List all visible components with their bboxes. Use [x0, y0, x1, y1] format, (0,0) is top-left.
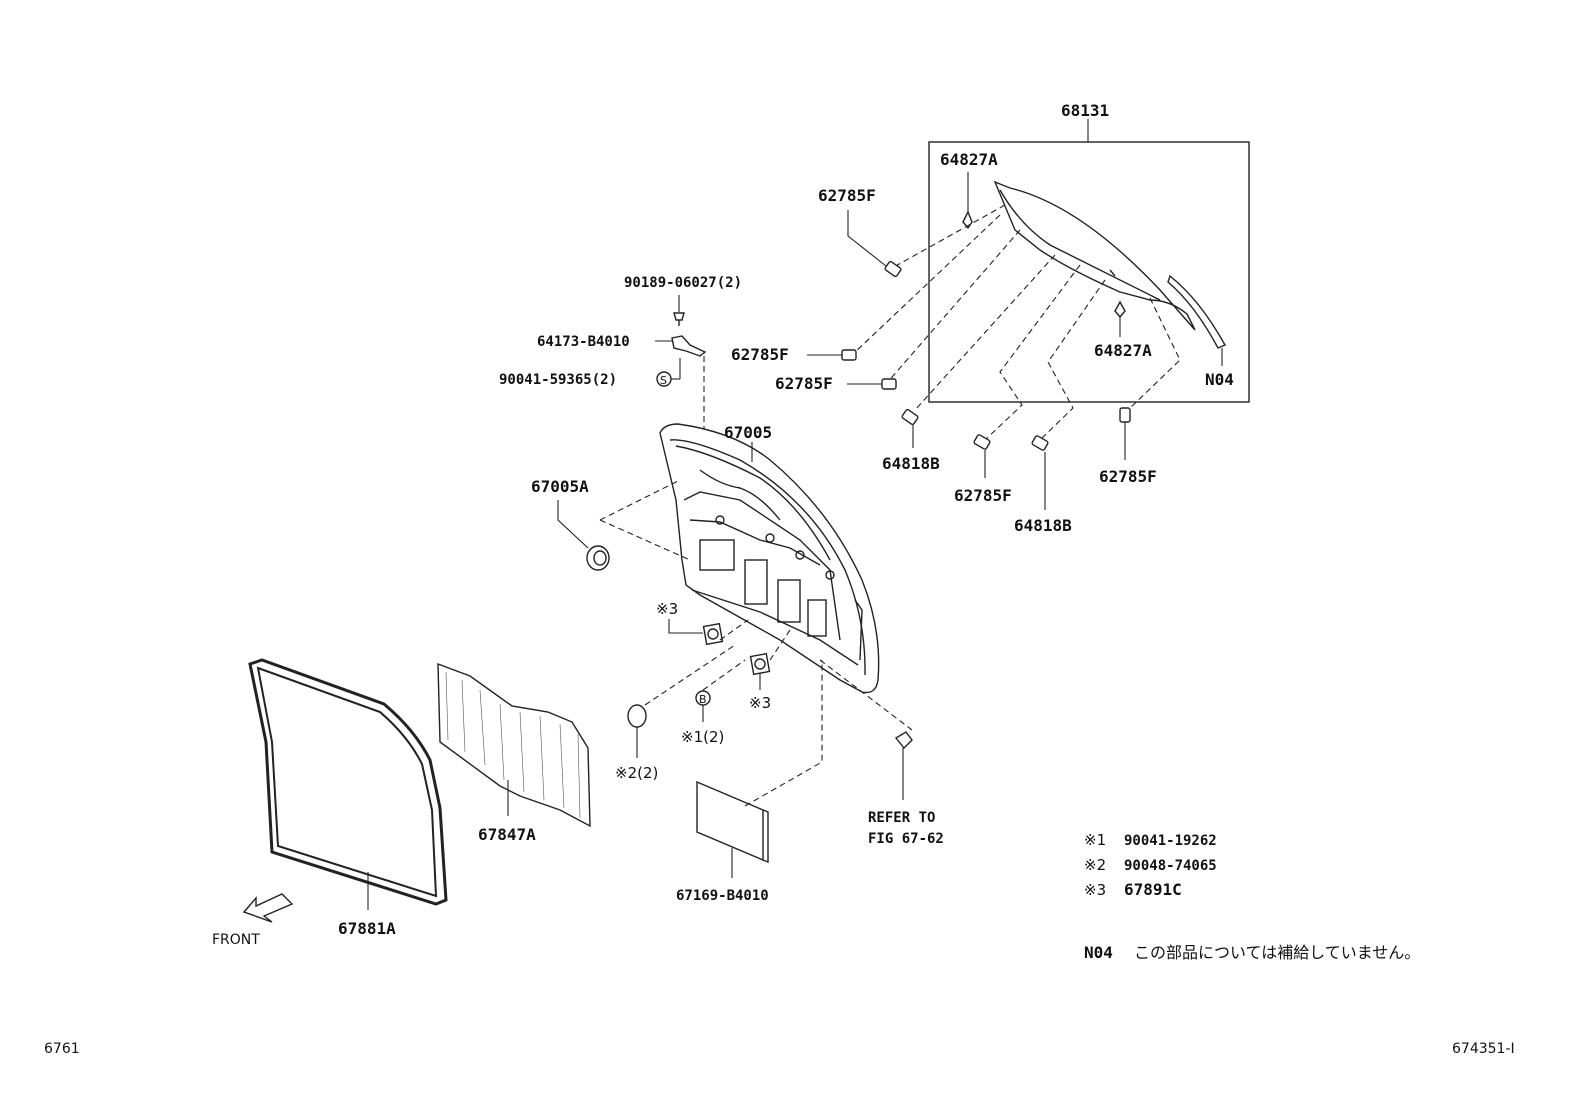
label-62785f-b: 62785F: [731, 345, 789, 364]
label-67847a: 67847A: [478, 825, 536, 844]
back-door-group: 67005: [659, 423, 880, 694]
door-opening-3: [777, 579, 801, 623]
note: N04 この部品については補給していません。: [1084, 943, 1420, 962]
assembly-box: [928, 141, 1250, 403]
clip-64818b-b: [1031, 435, 1049, 451]
label-note1: ※1(2): [681, 728, 724, 746]
label-67169: 67169-B4010: [676, 888, 769, 904]
clip-62785f-a: [884, 260, 902, 278]
plug-67005a-group: 67005A: [531, 477, 691, 571]
hole-cover-group: ※3 ※3 B ※1(2) ※2(2): [615, 600, 791, 782]
legend-part-1: 90041-19262: [1124, 833, 1217, 849]
refer-group: REFER TO FIG 67-62: [819, 659, 944, 847]
legend-part-3: 67891C: [1124, 880, 1182, 899]
symbol-b-text: B: [699, 693, 707, 706]
label-64818b-b: 64818B: [1014, 516, 1072, 535]
legend-mark-2: ※2: [1084, 856, 1106, 874]
label-refer-1: REFER TO: [868, 810, 935, 826]
label-note3-b: ※3: [749, 694, 771, 712]
clip-64827a-bottom: [1114, 300, 1126, 319]
spoiler: [993, 180, 1196, 331]
label-62785f-e: 62785F: [1099, 467, 1157, 486]
spoiler-assembly-group: 68131 64827A 64827A N04: [851, 101, 1250, 441]
label-note2: ※2(2): [615, 764, 658, 782]
hinge-group: 90189-06027(2) 64173-B4010 90041-59365(2…: [499, 275, 742, 470]
pad-67169: [696, 780, 764, 862]
weatherstrip-group: 67881A: [248, 658, 448, 938]
door-opening-4: [807, 599, 827, 637]
refer-part: [894, 731, 913, 750]
label-90041: 90041-59365(2): [499, 372, 617, 388]
front-arrow-icon: [242, 893, 294, 923]
label-front: FRONT: [212, 932, 260, 948]
legend-part-2: 90048-74065: [1124, 858, 1217, 874]
weatherstrip-67881a: [248, 658, 448, 906]
footer-left: 6761: [44, 1041, 80, 1057]
plug-note2: [627, 704, 647, 728]
label-64827a-bottom: 64827A: [1094, 341, 1152, 360]
service-cover-67847a: [437, 662, 591, 828]
label-67881a: 67881A: [338, 919, 396, 938]
legend: ※1 90041-19262 ※2 90048-74065 ※3 67891C: [1084, 831, 1217, 899]
clips-group: 62785F 62785F 62785F 64818B 62785F 64818…: [731, 186, 1157, 535]
back-door-panel: [659, 423, 880, 694]
service-cover-group: 67847A: [437, 662, 591, 844]
note-code: N04: [1084, 943, 1113, 962]
legend-mark-3: ※3: [1084, 881, 1106, 899]
footer-right: 674351-I: [1452, 1041, 1515, 1057]
label-62785f-d: 62785F: [954, 486, 1012, 505]
door-opening-2: [744, 559, 768, 605]
note-text: この部品については補給していません。: [1134, 943, 1420, 962]
hole-cover-3b: [749, 652, 771, 676]
spoiler-garnish-n04: [1167, 274, 1226, 349]
clip-62785f-c: [881, 378, 897, 390]
label-64818b-a: 64818B: [882, 454, 940, 473]
pad-group: 67169-B4010: [676, 660, 823, 904]
label-67005: 67005: [724, 423, 772, 442]
label-n04: N04: [1205, 370, 1234, 389]
symbol-s-text: S: [660, 374, 667, 387]
hole-cover-3a: [702, 622, 724, 646]
label-67005a: 67005A: [531, 477, 589, 496]
legend-mark-1: ※1: [1084, 831, 1106, 849]
label-64827a-top: 64827A: [940, 150, 998, 169]
door-opening-1: [699, 539, 735, 571]
label-62785f-a: 62785F: [818, 186, 876, 205]
clip-62785f-b: [841, 349, 857, 361]
clip-62785f-d: [973, 434, 991, 450]
label-refer-2: FIG 67-62: [868, 831, 944, 847]
label-90189: 90189-06027(2): [624, 275, 742, 291]
clip-64818b-a: [901, 408, 919, 426]
label-64173: 64173-B4010: [537, 334, 630, 350]
label-62785f-c: 62785F: [775, 374, 833, 393]
bracket-64173: [671, 335, 707, 357]
clip-62785f-e: [1119, 407, 1131, 423]
front-indicator: FRONT: [212, 893, 294, 948]
label-note3-a: ※3: [656, 600, 678, 618]
screw-90189: [673, 312, 685, 321]
label-68131: 68131: [1061, 101, 1109, 120]
